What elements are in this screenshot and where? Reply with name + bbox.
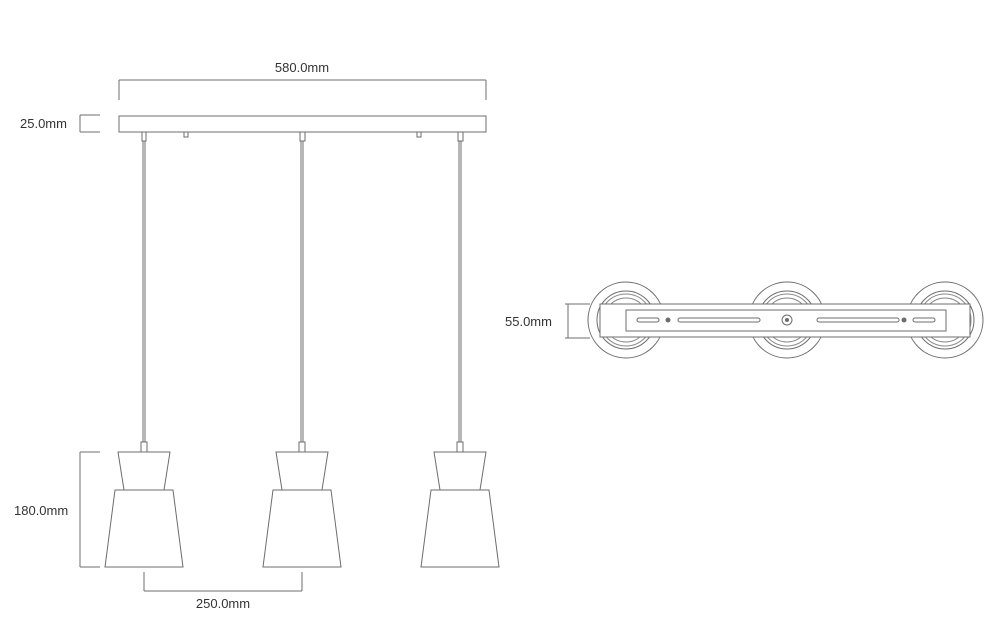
lamp-holder	[456, 441, 464, 453]
cord-grip	[141, 131, 147, 142]
overall-width-dimension: 580.0mm	[118, 60, 487, 100]
shade-bottom	[104, 489, 184, 568]
slot	[816, 317, 900, 323]
slot	[677, 317, 761, 323]
shade-height-dimension: 180.0mm	[14, 451, 100, 568]
shade-spacing-label: 250.0mm	[196, 596, 250, 611]
pendant-left	[104, 131, 184, 568]
shade-bottom	[262, 489, 342, 568]
shade-bottom	[420, 489, 500, 568]
bracket-width-dimension: 55.0mm	[505, 303, 590, 339]
cord-grip	[457, 131, 464, 142]
center-screw-icon	[781, 314, 793, 326]
cord-grip	[299, 131, 306, 142]
slot	[912, 317, 936, 323]
screw-icon	[665, 317, 671, 323]
mounting-tab	[416, 131, 422, 138]
canopy-bar	[118, 115, 487, 133]
shade-height-label: 180.0mm	[14, 503, 68, 518]
canopy-height-dimension: 25.0mm	[20, 114, 100, 133]
lamp-holder	[298, 441, 306, 453]
overall-width-label: 580.0mm	[275, 60, 329, 75]
mounting-tab	[183, 131, 189, 138]
shade-top	[433, 451, 487, 491]
slot	[636, 317, 660, 323]
canopy-plate	[599, 303, 971, 338]
lamp-holder	[140, 441, 148, 453]
canopy-height-label: 25.0mm	[20, 116, 67, 131]
bracket-width-label: 55.0mm	[505, 314, 552, 329]
screw-icon	[901, 317, 907, 323]
bottom-view: 55.0mm	[505, 281, 984, 359]
shade-top	[117, 451, 171, 491]
front-view: 580.0mm 25.0mm	[14, 60, 500, 611]
pendant-middle	[262, 131, 342, 568]
shade-top	[275, 451, 329, 491]
shade-spacing-dimension: 250.0mm	[143, 572, 303, 611]
mounting-bracket	[625, 309, 947, 332]
pendant-right	[420, 131, 500, 568]
